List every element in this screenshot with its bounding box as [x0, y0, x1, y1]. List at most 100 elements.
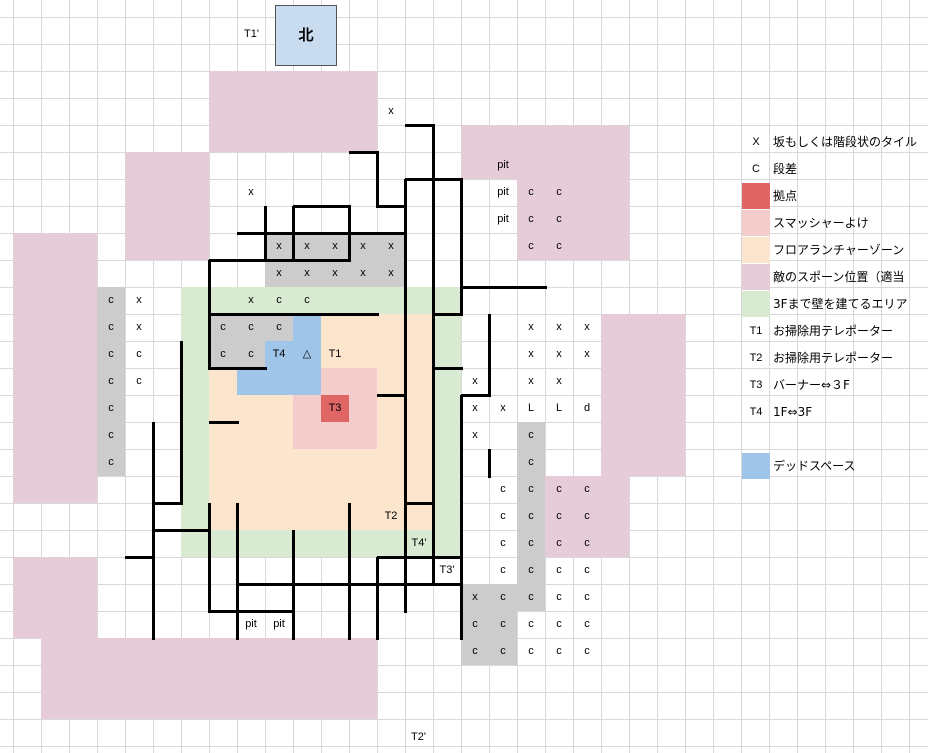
pit-tile: pit [497, 186, 509, 198]
wall-segment [152, 422, 155, 559]
slope-tile [461, 584, 517, 665]
wall-segment [321, 583, 463, 586]
wall-segment [348, 530, 351, 640]
north-marker: 北 [275, 5, 337, 66]
slope-tile-x: x [556, 348, 562, 360]
legend-symbol: T4 [749, 406, 763, 418]
pit-tile: pit [273, 618, 285, 630]
spawn-zone [601, 314, 685, 476]
step-tile-c: c [108, 375, 114, 387]
slope-tile [97, 287, 125, 476]
wall-segment [180, 422, 183, 505]
slope-tile-x: x [500, 402, 506, 414]
wall-segment [488, 314, 491, 397]
wall-segment [153, 502, 183, 505]
wall-segment [433, 313, 463, 316]
wall-segment [152, 530, 155, 640]
wall-segment [377, 205, 407, 208]
legend-symbol [742, 453, 770, 479]
step-tile-c: c [528, 456, 534, 468]
slope-tile-x: x [528, 348, 534, 360]
dead-space [293, 314, 321, 395]
step-tile-c: c [500, 483, 506, 495]
slope-tile-x: x [528, 321, 534, 333]
slope-tile-x: x [472, 591, 478, 603]
wall-segment [433, 367, 463, 370]
wall-segment [404, 368, 407, 559]
slope-tile-x: x [304, 267, 310, 279]
wall-segment [348, 206, 351, 262]
slope-tile [517, 422, 545, 611]
teleporter-t4-label: T4 [272, 348, 286, 360]
wall-segment [460, 179, 463, 316]
wall-segment [293, 205, 351, 208]
slope-tile-x: x [472, 402, 478, 414]
step-tile-c: c [472, 618, 478, 630]
legend-symbol: X [752, 136, 760, 148]
step-tile-c: c [584, 564, 590, 576]
slope-tile-x: x [556, 321, 562, 333]
wall-segment [208, 260, 211, 370]
spawn-zone [209, 71, 377, 152]
step-tile-c: c [556, 591, 562, 603]
step-tile-c: c [556, 564, 562, 576]
wall-segment [292, 530, 295, 640]
step-tile-c: c [276, 321, 282, 333]
spawn-zone [545, 476, 629, 557]
slope-tile-x: x [276, 267, 282, 279]
teleporter-t3-prime-label: T3' [439, 564, 455, 576]
step-tile-c: c [556, 645, 562, 657]
wall-segment [405, 502, 435, 505]
legend-label: バーナー⇔３F [773, 378, 850, 392]
legend-symbol [742, 291, 770, 317]
slope-tile-x: x [388, 267, 394, 279]
slope-tile-x: x [304, 240, 310, 252]
legend-label: 敵のスポーン位置（適当 [773, 270, 905, 284]
wall-segment [488, 449, 491, 478]
step-tile-c: c [528, 564, 534, 576]
step-tile-c: c [248, 348, 254, 360]
wall-segment [489, 286, 547, 289]
legend-label: 拠点 [773, 189, 798, 203]
step-tile-c: c [556, 618, 562, 630]
step-tile-c: c [556, 510, 562, 522]
t2-prime-label: T2' [411, 731, 426, 743]
step-tile-c: c [500, 510, 506, 522]
step-tile-c: c [500, 537, 506, 549]
pit-tile: pit [245, 618, 257, 630]
slope-tile-x: x [276, 240, 282, 252]
wall-segment [376, 557, 379, 640]
wall-segment [432, 179, 435, 586]
step-tile-c: c [472, 645, 478, 657]
legend-label: フロアランチャーゾーン [773, 243, 905, 257]
step-tile-c: c [556, 213, 562, 225]
slope-tile-x: x [472, 375, 478, 387]
teleporter-t3-label: T3 [328, 402, 342, 414]
step-tile-c: c [108, 294, 114, 306]
spawn-zone [41, 638, 377, 719]
spawn-zone [13, 233, 97, 503]
slope-tile-x: x [388, 240, 394, 252]
wall-segment [460, 476, 463, 640]
step-tile-c: c [528, 645, 534, 657]
wall-segment [209, 610, 295, 613]
step-tile-c: c [304, 294, 310, 306]
wall-segment [209, 313, 379, 316]
step-tile-c: c [528, 240, 534, 252]
step-tile-c: c [528, 618, 534, 630]
slope-tile-x: x [136, 294, 142, 306]
step-tile-c: c [500, 618, 506, 630]
step-tile-c: c [528, 213, 534, 225]
spawn-zone [517, 179, 629, 260]
t1-prime-label: T1' [244, 28, 259, 40]
step-tile-c: c [556, 483, 562, 495]
legend-symbol: T3 [749, 379, 763, 391]
slope-tile-x: x [248, 186, 254, 198]
wall-segment [349, 151, 379, 154]
step-tile-c: c [528, 591, 534, 603]
legend-symbol: C [752, 163, 760, 175]
legend-symbol: T1 [749, 325, 763, 337]
wall-segment [209, 367, 267, 370]
slope-tile-x: x [584, 321, 590, 333]
slope-tile-x: x [556, 375, 562, 387]
